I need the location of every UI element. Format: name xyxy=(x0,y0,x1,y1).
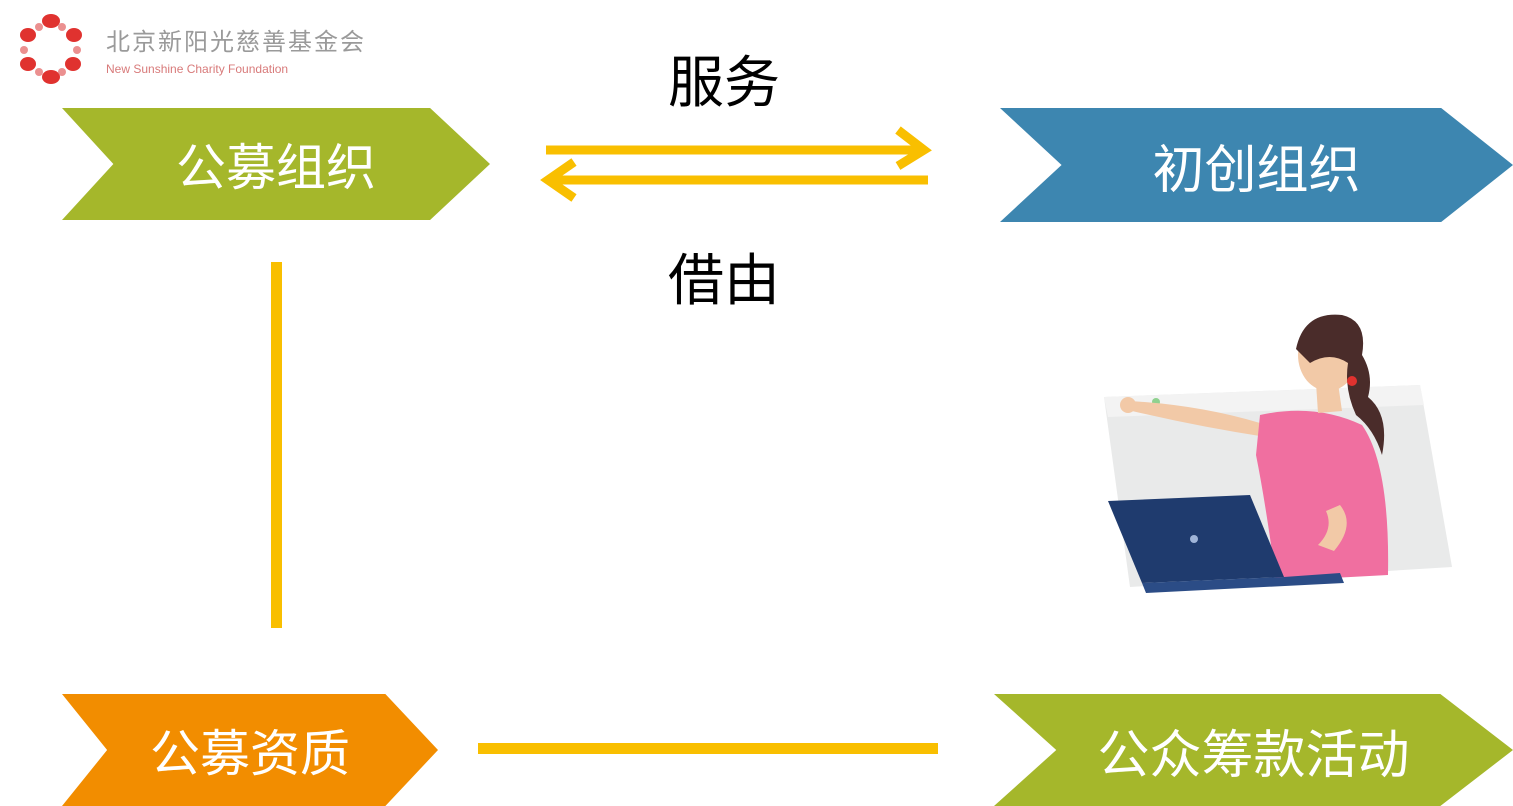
node-fundraising-label: 公众筹款活动 xyxy=(1097,725,1410,786)
node-public-org: 公募组织 xyxy=(62,108,490,220)
foundation-logo: 北京新阳光慈善基金会 New Sunshine Charity Foundati… xyxy=(10,8,480,92)
node-fundraising: 公众筹款活动 xyxy=(994,694,1513,806)
foundation-name-en: New Sunshine Charity Foundation xyxy=(106,62,289,76)
vertical-connector xyxy=(271,262,282,628)
node-qualification-label: 公募资质 xyxy=(150,725,350,783)
service-arrow-head xyxy=(895,126,932,170)
node-qualification: 公募资质 xyxy=(62,694,438,806)
foundation-name-cn: 北京新阳光慈善基金会 xyxy=(106,28,366,56)
foundation-flower-icon xyxy=(20,14,82,84)
edge-label-through: 借由 xyxy=(668,249,780,314)
edge-label-service: 服务 xyxy=(668,51,780,116)
horizontal-connector xyxy=(478,743,938,754)
person-with-laptop-illustration xyxy=(1104,314,1452,593)
through-arrow-head xyxy=(540,158,577,202)
node-startup-org: 初创组织 xyxy=(1000,108,1513,222)
node-startup-org-label: 初创组织 xyxy=(1152,140,1361,201)
node-public-org-label: 公募组织 xyxy=(176,139,376,197)
